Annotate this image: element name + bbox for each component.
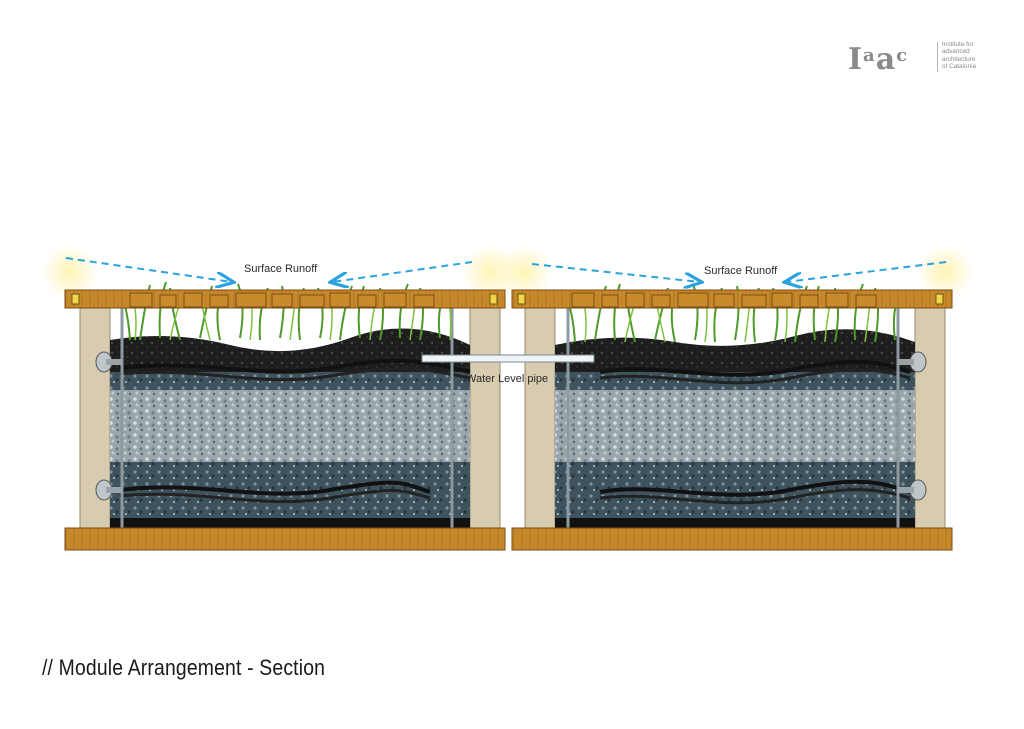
gravel-layer — [555, 390, 915, 462]
runoff-arrow — [531, 263, 700, 282]
runoff-arrows-left — [65, 257, 473, 282]
runoff-arrows-right — [531, 261, 947, 282]
side-panel — [524, 304, 556, 531]
light-glow-4 — [917, 244, 973, 300]
logo-line: advanced — [942, 48, 970, 56]
wing-nut — [898, 479, 927, 501]
led-light — [935, 293, 944, 305]
top-slats — [129, 292, 435, 308]
runoff-label-right: Surface Runoff — [704, 265, 778, 277]
logo-line: architecture — [942, 55, 976, 63]
base-frame — [511, 527, 953, 551]
light-glow-1 — [42, 244, 98, 300]
base-membrane — [555, 518, 915, 528]
logo-line: Institute for — [942, 41, 974, 48]
runoff-arrow — [65, 257, 232, 282]
diagram-caption: // Module Arrangement - Section — [42, 655, 326, 680]
wing-nut — [95, 479, 122, 501]
wing-nut — [95, 351, 122, 373]
top-slats — [571, 292, 877, 308]
irrigation-tube — [119, 358, 471, 374]
drainage-tube — [599, 479, 911, 497]
drainage-tube — [599, 488, 911, 505]
iaac-logo: Iaac Institute for advanced architecture… — [848, 40, 998, 76]
runoff-arrow — [332, 261, 473, 282]
water-storage-layer — [110, 462, 470, 520]
logo-line: of Catalonia — [942, 63, 977, 71]
led-light — [489, 293, 498, 305]
irrigation-tube — [599, 368, 911, 385]
led-light — [517, 293, 526, 305]
module-left — [64, 281, 506, 551]
pipe-label: Water Level pipe — [466, 373, 548, 385]
base-frame — [64, 527, 506, 551]
growing-medium — [110, 328, 470, 365]
light-glow-3 — [496, 244, 552, 300]
gravel-layer — [110, 390, 470, 462]
irrigation-tube — [599, 359, 911, 377]
side-panel — [469, 304, 501, 531]
logo-divider — [937, 42, 938, 72]
module-right — [511, 283, 953, 551]
wing-nut — [898, 351, 927, 373]
runoff-label-left: Surface Runoff — [244, 263, 318, 275]
logo-text: Institute for advanced architecture of C… — [942, 41, 1002, 71]
led-light — [71, 293, 80, 305]
water-level-pipe — [421, 354, 595, 363]
logo-mark: Iaac — [848, 42, 909, 77]
irrigation-tube — [119, 367, 471, 382]
drainage-tube — [119, 480, 431, 496]
drainage-tube — [119, 488, 431, 504]
base-membrane — [110, 518, 470, 528]
runoff-arrow — [786, 261, 947, 282]
